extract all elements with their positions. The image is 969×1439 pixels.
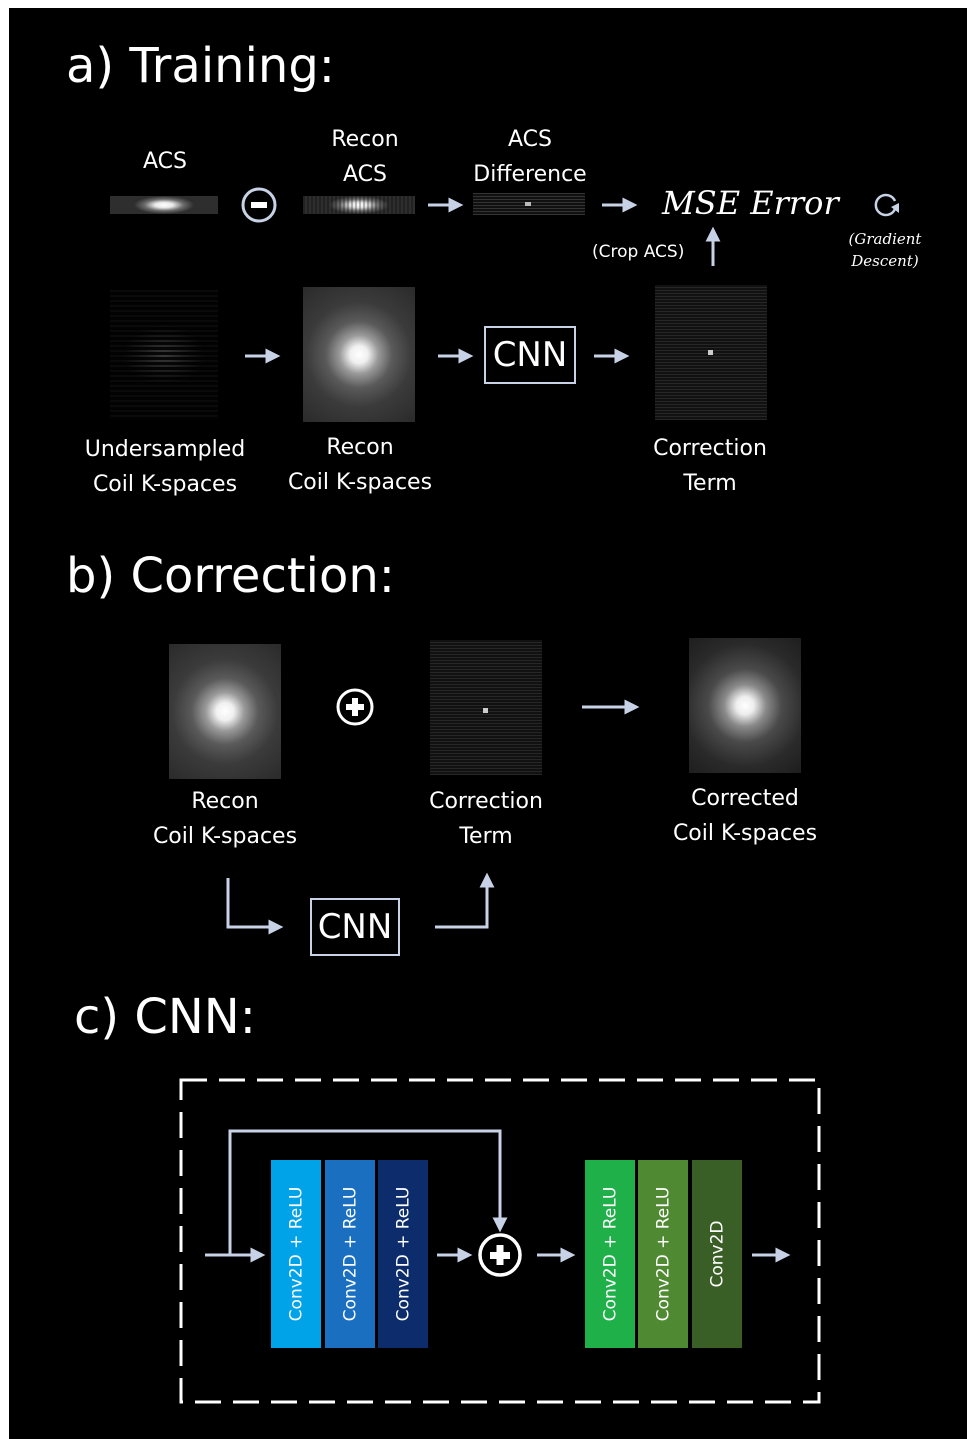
correction-term-image [655,285,767,420]
acs-difference-image [473,193,585,215]
gradient-descent-label: (Gradient Descent) [848,230,922,270]
acs-label: ACS [143,149,187,174]
recon-acs-label: Recon ACS [331,127,399,187]
undersampled-kspace-image [110,290,218,420]
corrected-kspace-image [689,638,801,773]
cnn-layer-6: Conv2D [692,1160,742,1348]
cnn-layer-3: Conv2D + ReLU [378,1160,428,1348]
skip-connection-arrow [228,1129,508,1255]
cnn-layer-1: Conv2D + ReLU [271,1160,321,1348]
correction-cnn-box: CNN [310,898,400,956]
cnn-layer-5: Conv2D + ReLU [638,1160,688,1348]
arrow-recon-to-cnn-2 [226,878,284,935]
section-title-correction: b) Correction: [66,548,395,604]
arrow-cnn-to-correction-2 [435,872,495,929]
correction-recon-label: Recon Coil K-spaces [152,789,298,849]
recon-kspace-label: Recon Coil K-spaces [287,435,433,495]
acs-image [110,196,218,214]
section-title-training: a) Training: [66,38,335,94]
plus-icon [336,688,374,726]
crop-acs-label: (Crop ACS) [592,242,685,262]
correction-term-label-2: Correction Term [429,789,543,849]
corrected-label: Corrected Coil K-spaces [672,786,818,846]
correction-term-label: Correction Term [653,436,767,496]
acs-difference-label: ACS Difference [473,127,587,187]
cnn-dashed-box [179,1078,821,1404]
cnn-layer-2: Conv2D + ReLU [325,1160,375,1348]
recon-kspace-image [303,287,415,422]
mse-error-label: MSE Error [662,184,839,222]
correction-recon-image [169,644,281,779]
cnn-layer-4: Conv2D + ReLU [585,1160,635,1348]
undersampled-label: Undersampled Coil K-spaces [84,437,246,497]
add-icon [478,1233,522,1277]
cycle-icon [874,193,899,217]
section-title-cnn: c) CNN: [74,989,256,1045]
training-cnn-box: CNN [484,326,576,384]
recon-acs-image [303,196,415,214]
minus-icon [241,187,277,223]
correction-term-image-2 [430,640,542,775]
